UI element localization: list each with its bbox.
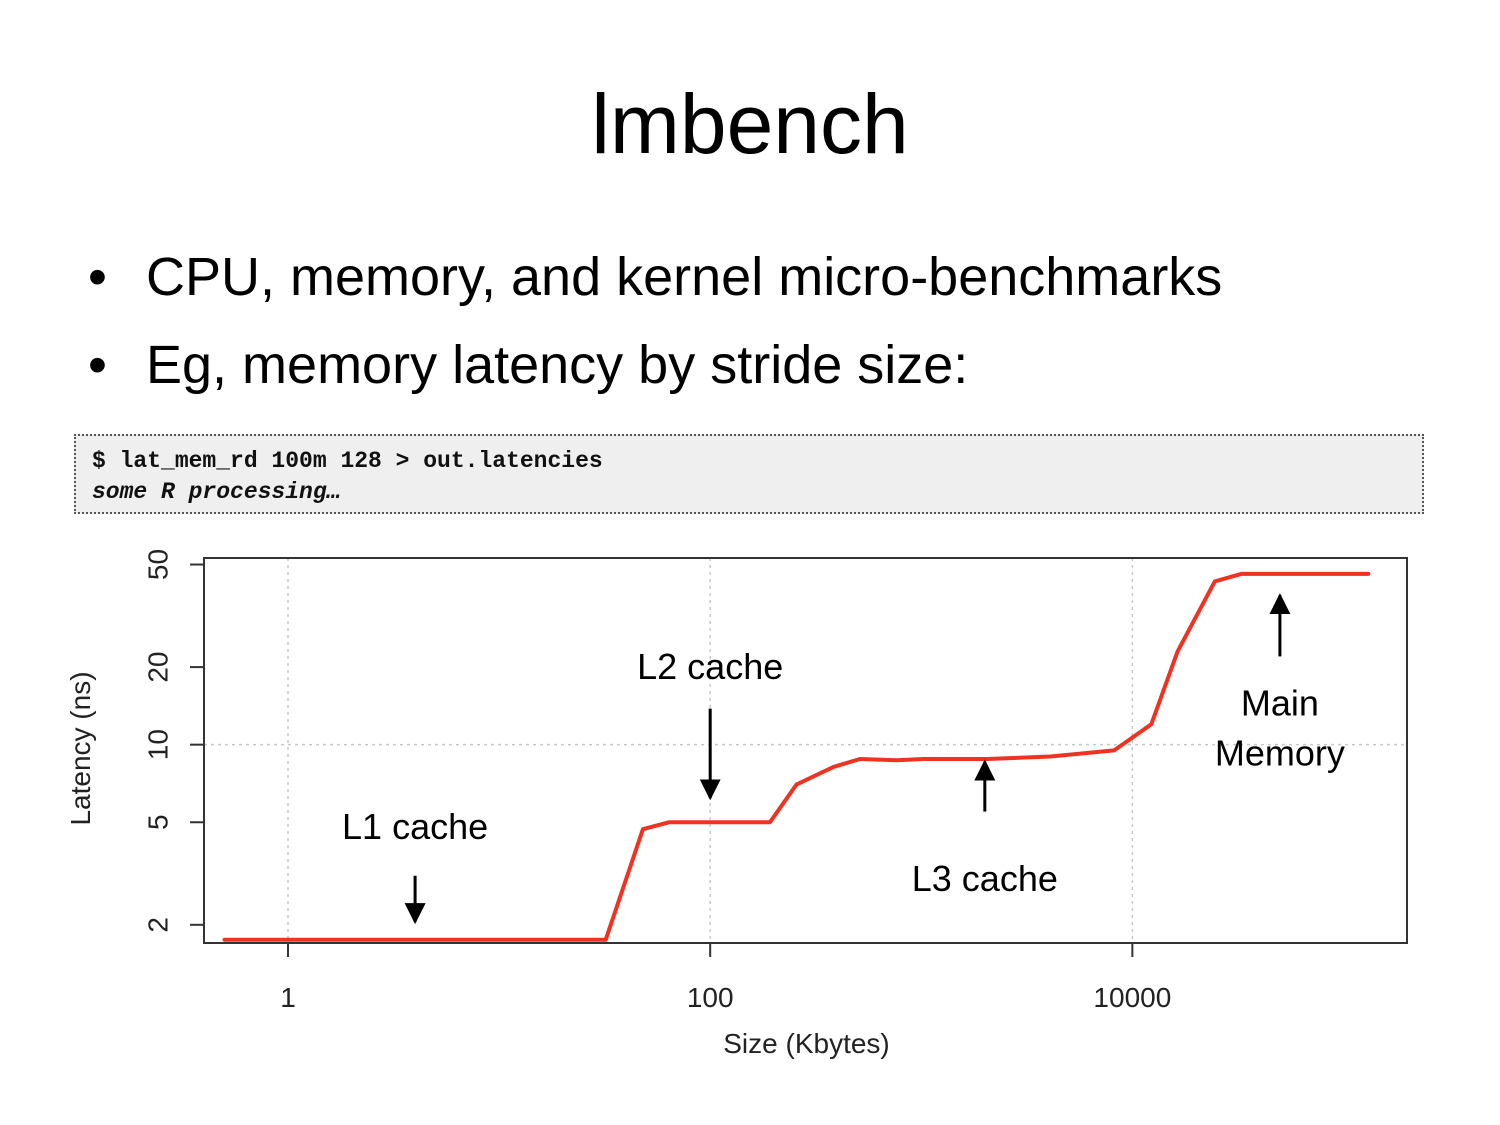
x-tick-label: 10000 <box>1093 982 1171 1013</box>
annotation-label: Main <box>1241 682 1319 723</box>
series-layer <box>222 571 1371 942</box>
y-tick-label: 10 <box>142 729 173 760</box>
y-tick-label: 5 <box>142 814 173 830</box>
y-tick-label: 50 <box>142 549 173 580</box>
latency-series-line <box>222 571 1371 942</box>
annotation-label: L2 cache <box>637 646 783 687</box>
code-box: $ lat_mem_rd 100m 128 > out.latencies so… <box>74 434 1424 514</box>
plot-frame <box>203 557 1408 944</box>
axes: 1 100 10000 2 5 10 20 50 <box>142 549 1171 1013</box>
bullet-text: CPU, memory, and kernel micro-benchmarks <box>146 247 1223 307</box>
bullet-dot-icon: • <box>88 247 107 307</box>
annotation-label: L3 cache <box>912 858 1058 899</box>
x-tick-label: 1 <box>280 982 296 1013</box>
y-axis-title: Latency (ns) <box>65 671 96 825</box>
annotation-label: Memory <box>1215 732 1345 773</box>
bullet-text: Eg, memory latency by stride size: <box>146 335 969 395</box>
bullet-dot-icon: • <box>88 335 107 395</box>
bullet-item: • CPU, memory, and kernel micro-benchmar… <box>88 245 1222 333</box>
y-tick-label: 20 <box>142 652 173 683</box>
grid-lines <box>204 558 1407 943</box>
x-tick-label: 100 <box>687 982 734 1013</box>
bullet-item: • Eg, memory latency by stride size: <box>88 333 1222 421</box>
x-axis-title: Size (Kbytes) <box>723 1028 890 1059</box>
annotation-label: L1 cache <box>342 806 488 847</box>
code-comment: some R processing… <box>92 479 341 505</box>
y-tick-label: 2 <box>142 917 173 933</box>
slide-title: lmbench <box>591 77 909 171</box>
bullet-list: • CPU, memory, and kernel micro-benchmar… <box>88 245 1222 421</box>
code-command: $ lat_mem_rd 100m 128 > out.latencies <box>92 448 603 474</box>
